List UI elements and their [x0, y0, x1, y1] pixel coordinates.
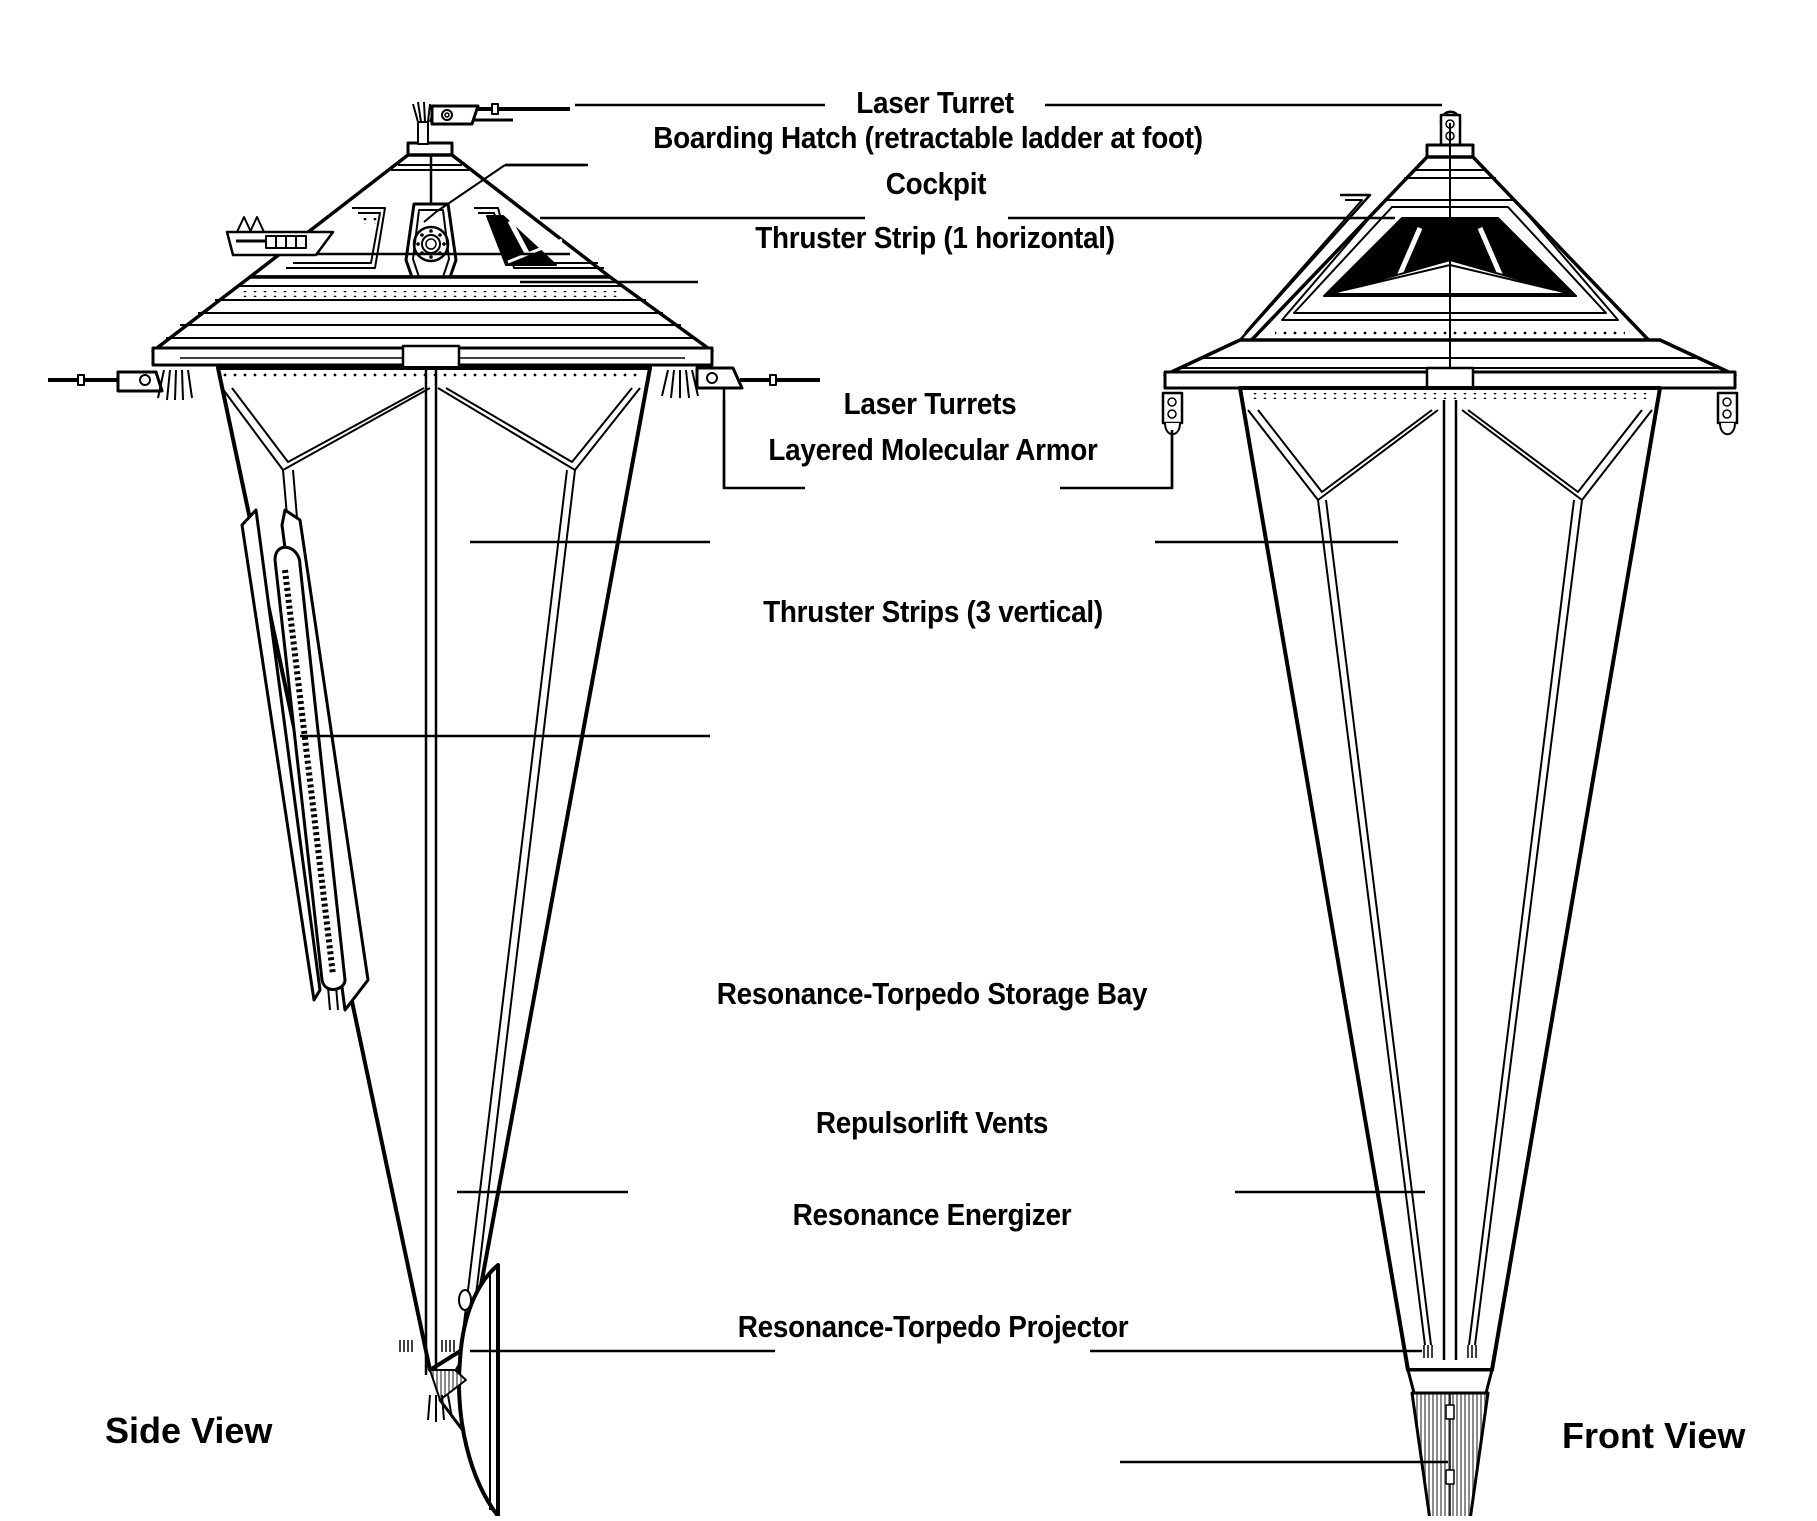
front-main-hull [1238, 386, 1662, 1372]
callout-laser-turrets: Laser Turrets [843, 386, 1017, 421]
callout-repulsorlift-vents: Repulsorlift Vents [815, 1105, 1049, 1140]
callout-thruster-strips-vertical: Thruster Strips (3 vertical) [763, 594, 1103, 629]
side-view-title: Side View [105, 1410, 273, 1451]
front-resonance-energizer [1406, 1368, 1494, 1521]
callout-torpedo-storage-bay: Resonance-Torpedo Storage Bay [716, 976, 1148, 1011]
leader-laser-turrets-front [1060, 432, 1174, 490]
front-view-drawing [1161, 110, 1739, 1521]
front-rim [1163, 366, 1737, 392]
callout-leader-lines [300, 103, 1448, 1464]
callout-torpedo-projector: Resonance-Torpedo Projector [737, 1309, 1129, 1344]
side-view-drawing [48, 101, 820, 1518]
leader-laser-turrets-side [722, 400, 805, 490]
side-vertical-thruster-strips [240, 508, 370, 1012]
callout-resonance-energizer: Resonance Energizer [792, 1197, 1072, 1232]
callout-cockpit: Cockpit [885, 166, 987, 201]
side-top-laser-turret [406, 101, 570, 157]
side-rim [151, 344, 714, 370]
front-view-title: Front View [1562, 1415, 1746, 1456]
side-upper-hull [151, 153, 714, 353]
callout-boarding-hatch: Boarding Hatch (retractable ladder at fo… [653, 120, 1203, 155]
callout-laser-turret: Laser Turret [856, 85, 1014, 120]
callout-layered-molecular-armor: Layered Molecular Armor [768, 432, 1098, 467]
front-upper-hull [1163, 123, 1737, 377]
callout-thruster-strip-horizontal: Thruster Strip (1 horizontal) [755, 220, 1115, 255]
side-torpedo-projector [427, 1263, 500, 1518]
